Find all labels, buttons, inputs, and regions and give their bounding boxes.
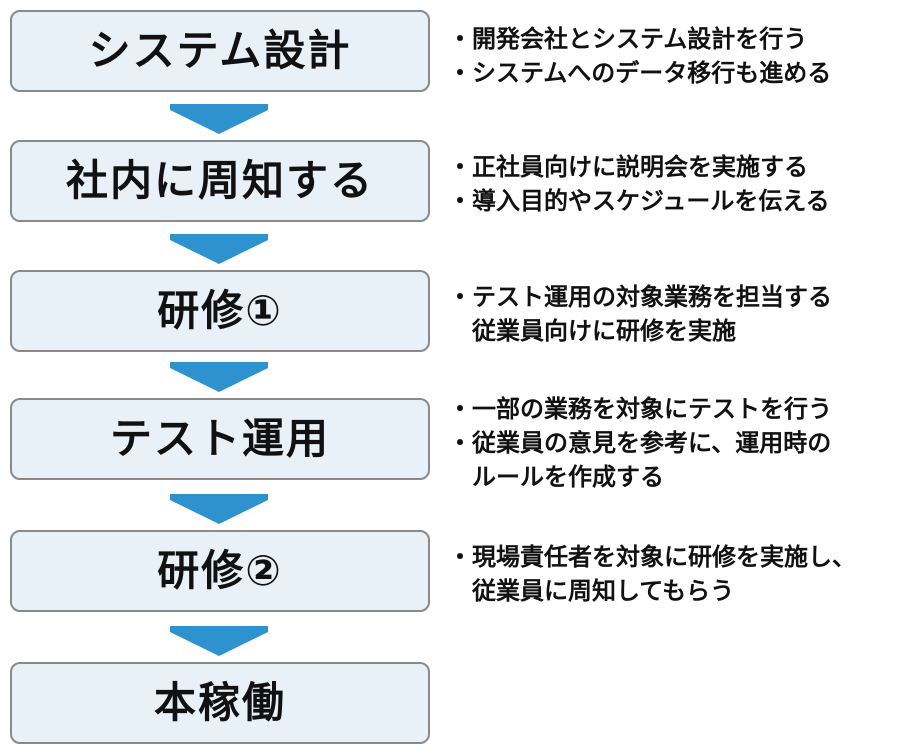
note-text: 開発会社とシステム設計を行う	[472, 25, 808, 53]
note-text: システムへのデータ移行も進める	[472, 59, 832, 87]
note-text: 現場責任者を対象に研修を実施し、	[472, 543, 856, 571]
step-box-system-design: システム設計	[10, 10, 430, 92]
note-line: ・従業員の意見を参考に、運用時の	[448, 426, 910, 460]
bullet: ・	[448, 187, 472, 215]
note-line: ・現場責任者を対象に研修を実施し、	[448, 540, 910, 574]
note-line: ルールを作成する	[448, 460, 910, 494]
notes-internal-announcement: ・正社員向けに説明会を実施する ・導入目的やスケジュールを伝える	[448, 150, 910, 218]
note-text: ルールを作成する	[472, 463, 664, 491]
down-arrow-icon	[170, 362, 268, 392]
down-arrow-icon	[170, 104, 268, 134]
step-label: 研修②	[157, 546, 283, 595]
bullet: ・	[448, 543, 472, 571]
step-box-internal-announcement: 社内に周知する	[10, 140, 430, 222]
step-box-test-operation: テスト運用	[10, 398, 430, 480]
bullet: ・	[448, 395, 472, 423]
step-label: 本稼働	[153, 678, 286, 727]
down-arrow-icon	[170, 234, 268, 264]
note-text: 従業員に周知してもらう	[472, 577, 735, 605]
step-label: テスト運用	[109, 414, 330, 463]
bullet: ・	[448, 25, 472, 53]
bullet: ・	[448, 59, 472, 87]
note-line: ・テスト運用の対象業務を担当する	[448, 280, 910, 314]
note-text: 従業員向けに研修を実施	[472, 317, 736, 345]
note-line: ・正社員向けに説明会を実施する	[448, 150, 910, 184]
step-box-go-live: 本稼働	[10, 662, 430, 744]
step-label: システム設計	[88, 26, 352, 75]
bullet: ・	[448, 429, 472, 457]
note-line: ・システムへのデータ移行も進める	[448, 56, 910, 90]
bullet: ・	[448, 153, 472, 181]
note-line: ・開発会社とシステム設計を行う	[448, 22, 910, 56]
note-text: 正社員向けに説明会を実施する	[472, 153, 808, 181]
note-text: テスト運用の対象業務を担当する	[472, 283, 832, 311]
step-box-training-2: 研修②	[10, 530, 430, 612]
notes-training-1: ・テスト運用の対象業務を担当する 従業員向けに研修を実施	[448, 280, 910, 348]
bullet: ・	[448, 283, 472, 311]
step-label: 社内に周知する	[65, 156, 374, 205]
note-line: 従業員向けに研修を実施	[448, 314, 910, 348]
step-box-training-1: 研修①	[10, 270, 430, 352]
down-arrow-icon	[170, 494, 268, 524]
note-line: ・一部の業務を対象にテストを行う	[448, 392, 910, 426]
note-line: ・導入目的やスケジュールを伝える	[448, 184, 910, 218]
step-label: 研修①	[157, 286, 283, 335]
note-line: 従業員に周知してもらう	[448, 574, 910, 608]
notes-training-2: ・現場責任者を対象に研修を実施し、 従業員に周知してもらう	[448, 540, 910, 608]
down-arrow-icon	[170, 626, 268, 656]
notes-test-operation: ・一部の業務を対象にテストを行う ・従業員の意見を参考に、運用時の ルールを作成…	[448, 392, 910, 494]
notes-system-design: ・開発会社とシステム設計を行う ・システムへのデータ移行も進める	[448, 22, 910, 90]
note-text: 従業員の意見を参考に、運用時の	[472, 429, 832, 457]
note-text: 導入目的やスケジュールを伝える	[472, 187, 830, 215]
note-text: 一部の業務を対象にテストを行う	[472, 395, 832, 423]
